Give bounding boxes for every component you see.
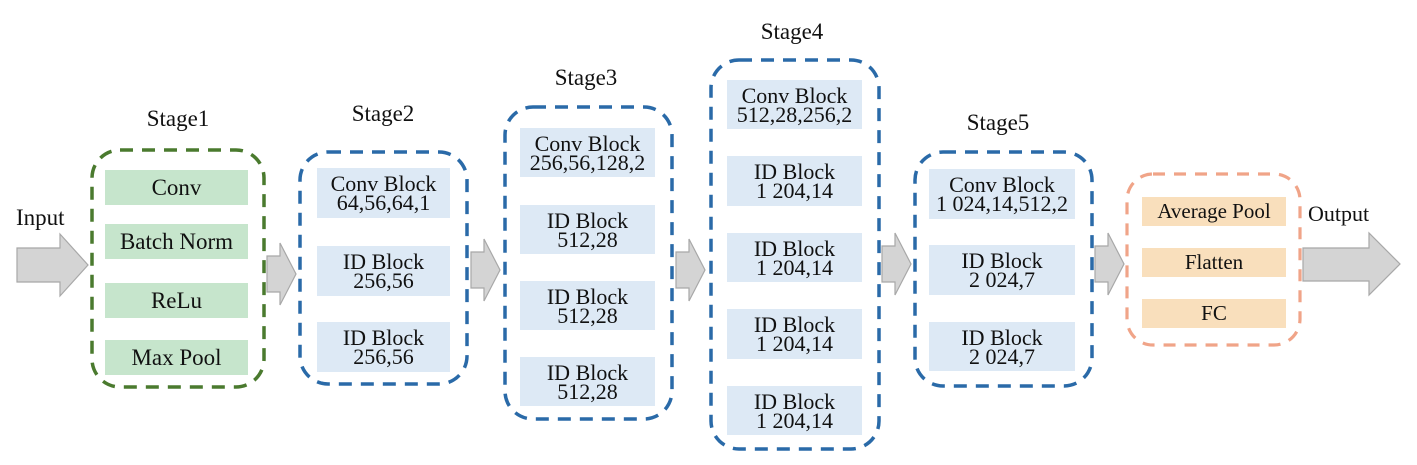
item-line1: ID Block bbox=[961, 248, 1043, 273]
item-line1: ID Block bbox=[342, 249, 425, 274]
item-line1: ID Block bbox=[546, 207, 629, 233]
output-label: Output bbox=[1308, 201, 1370, 226]
item-line1: Conv Block bbox=[330, 171, 437, 196]
output-arrow-icon bbox=[1302, 231, 1401, 297]
item-line1: Flatten bbox=[1184, 250, 1244, 274]
arrow-stage3-to-stage4-icon bbox=[675, 238, 706, 302]
item-line1: ReLu bbox=[150, 288, 203, 313]
stage4-title: Stage4 bbox=[760, 19, 824, 44]
arrow-stage5-to-head-icon bbox=[1094, 232, 1125, 296]
item-line2: 1 204,14 bbox=[756, 178, 833, 203]
item-line2: 256,56 bbox=[353, 268, 414, 293]
stage1-title: Stage1 bbox=[146, 106, 210, 131]
stage1-batch-norm: Batch Norm bbox=[105, 224, 248, 259]
item-line1: ID Block bbox=[753, 235, 836, 261]
item-line1: Max Pool bbox=[131, 345, 222, 370]
stage1-max-pool: Max Pool bbox=[105, 340, 248, 375]
arrow-stage2-to-stage3-icon bbox=[470, 238, 501, 302]
stage3-frame bbox=[503, 105, 674, 421]
arrow-stage1-to-stage2-icon bbox=[266, 242, 297, 306]
stage4-frame bbox=[709, 58, 881, 451]
stage2-frame bbox=[298, 150, 469, 386]
arrow-stage4-to-stage5-icon bbox=[881, 232, 912, 296]
stage1-frame bbox=[90, 148, 266, 389]
item-line1: Conv Block bbox=[949, 172, 1055, 197]
item-line1: ID Block bbox=[342, 325, 425, 350]
item-line1: Average Pool bbox=[1157, 199, 1271, 223]
item-line2: 1 204,14 bbox=[756, 407, 833, 433]
item-line1: ID Block bbox=[961, 324, 1043, 350]
item-line2: 1 024,14,512,2 bbox=[936, 191, 1068, 216]
stage1-conv: Conv bbox=[105, 170, 248, 205]
item-line1: Conv bbox=[151, 175, 202, 200]
item-line2: 256,56,128,2 bbox=[529, 149, 646, 175]
item-line1: ID Block bbox=[546, 283, 629, 309]
stage5-frame bbox=[913, 150, 1094, 388]
item-line1: Conv Block bbox=[741, 82, 848, 108]
item-line2: 512,28 bbox=[557, 378, 618, 404]
item-line2: 512,28,256,2 bbox=[736, 101, 853, 127]
item-line1: ID Block bbox=[753, 159, 836, 184]
item-line2: 2 024,7 bbox=[969, 343, 1035, 369]
stage5-title: Stage5 bbox=[966, 110, 1030, 135]
item-line1: ID Block bbox=[753, 388, 836, 414]
item-line2: 2 024,7 bbox=[969, 267, 1035, 292]
item-line1: Batch Norm bbox=[119, 229, 234, 254]
item-line2: 1 204,14 bbox=[756, 254, 833, 280]
item-line1: ID Block bbox=[546, 359, 629, 385]
item-line2: 512,28 bbox=[557, 226, 618, 252]
head-flatten: Flatten bbox=[1142, 248, 1286, 277]
item-line2: 64,56,64,1 bbox=[336, 190, 431, 215]
item-line1: ID Block bbox=[753, 312, 836, 337]
item-line1: FC bbox=[1201, 301, 1227, 325]
head-average-pool: Average Pool bbox=[1142, 197, 1286, 226]
stage3-title: Stage3 bbox=[554, 65, 618, 90]
item-line1: Conv Block bbox=[534, 130, 641, 156]
stage1-relu: ReLu bbox=[105, 283, 248, 318]
stage2-title: Stage2 bbox=[351, 101, 415, 126]
head-frame bbox=[1125, 172, 1302, 347]
head-fc: FC bbox=[1142, 299, 1286, 328]
input-label: Input bbox=[16, 205, 65, 230]
item-line2: 1 204,14 bbox=[756, 331, 833, 356]
item-line2: 256,56 bbox=[353, 344, 414, 369]
item-line2: 512,28 bbox=[557, 302, 618, 328]
input-arrow-icon bbox=[16, 232, 89, 298]
